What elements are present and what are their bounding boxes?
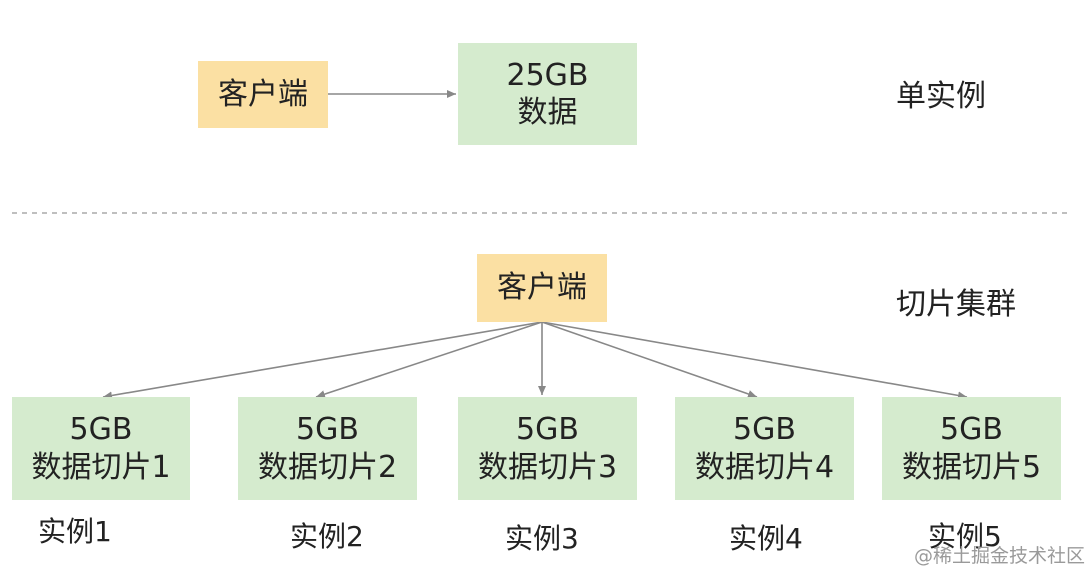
single-data-name: 数据 (517, 95, 578, 130)
cluster-arrow-1 (102, 321, 543, 400)
single-data-size: 25GB (506, 57, 589, 93)
slice-size: 5GB (733, 412, 796, 447)
instance-caption-1: 实例1 (38, 515, 112, 548)
slice-size: 5GB (940, 412, 1003, 447)
slice-box-5: 5GB 数据切片5 (882, 397, 1061, 500)
watermark: @稀土掘金技术社区 (914, 545, 1086, 567)
slice-box-1: 5GB 数据切片1 (12, 397, 190, 500)
cluster-client-box: 客户端 (477, 254, 607, 322)
slice-size: 5GB (516, 412, 579, 447)
slice-name: 数据切片3 (477, 449, 618, 485)
slice-box-4: 5GB 数据切片4 (675, 397, 854, 500)
single-client-box: 客户端 (198, 61, 328, 128)
slice-box-2: 5GB 数据切片2 (238, 397, 417, 500)
cluster-client-label: 客户端 (497, 270, 587, 306)
cluster-arrow-2 (315, 321, 543, 398)
cluster-arrow-5 (541, 321, 968, 400)
slice-size: 5GB (69, 412, 133, 447)
slice-name: 数据切片2 (257, 449, 398, 485)
single-mode-label: 单实例 (896, 79, 986, 114)
slice-name: 数据切片1 (31, 449, 171, 485)
cluster-mode-label: 切片集群 (896, 287, 1016, 322)
cluster-arrow-4 (541, 321, 758, 398)
slice-name: 数据切片4 (694, 449, 835, 485)
instance-caption-3: 实例3 (505, 522, 579, 555)
instance-caption-2: 实例2 (290, 520, 364, 553)
slice-size: 5GB (296, 412, 359, 447)
single-client-label: 客户端 (218, 76, 308, 112)
single-data-box: 25GB 数据 (458, 43, 637, 145)
slice-box-3: 5GB 数据切片3 (458, 397, 637, 500)
slice-name: 数据切片5 (901, 449, 1042, 485)
instance-caption-5: 实例5 (928, 520, 1002, 553)
instance-caption-4: 实例4 (729, 522, 803, 555)
